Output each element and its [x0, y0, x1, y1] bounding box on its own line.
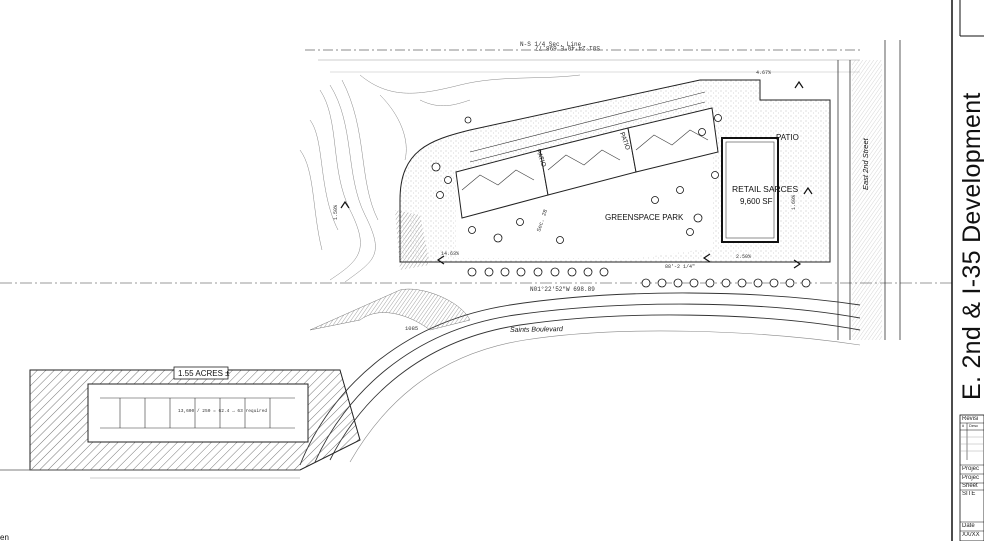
contour-lines: [299, 74, 581, 283]
section-line-label: N-S 1/4 Sec. Line: [520, 41, 582, 48]
bearing-north: S01°24'40"E 698.77: [535, 44, 600, 51]
trees: [431, 114, 811, 288]
townhome-buildings: [455, 107, 719, 219]
greenspace-label: GREENSPACE PARK: [605, 213, 684, 222]
date-label: Date: [962, 523, 975, 529]
retail-label: RETAIL SARCES: [732, 184, 798, 194]
slope-label-d: 1.50%: [333, 205, 339, 220]
project-title: E. 2nd & I-35 Development: [958, 92, 984, 400]
slope-label-b: 2.50%: [736, 254, 751, 260]
east-2nd-street: [837, 40, 901, 340]
project-label-2: Projec: [962, 475, 980, 481]
rev-col-desc: Desc: [969, 423, 979, 428]
bearing-south: N01°22'52"W 698.89: [530, 286, 595, 293]
parking-note: 13,600 / 250 = 62.4 → 63 required: [178, 408, 267, 414]
saints-boulevard: [299, 292, 861, 466]
slope-arrows: [340, 80, 813, 269]
street-south-label: Saints Boulevard: [510, 326, 564, 334]
slope-label-a: 14.63%: [441, 251, 459, 257]
sheet-label: Sheet: [962, 483, 978, 489]
retail-building: [721, 137, 779, 243]
slope-label-c: 1.60%: [791, 195, 797, 210]
slope-label-e: 4.67%: [756, 70, 771, 76]
street-east-label: East 2nd Street: [861, 137, 870, 190]
sheet-name: SITE: [962, 491, 976, 497]
acreage-label: 1.55 ACRES ±: [178, 369, 230, 378]
project-label: Projec: [962, 466, 980, 472]
date-value: XX/XX: [962, 532, 980, 538]
dim-label: 88'-2 1/4": [665, 264, 695, 270]
contour-label: 1085: [405, 325, 418, 332]
legend-fragment: en: [0, 533, 9, 541]
patio-east-label: PATIO: [776, 133, 799, 142]
revisions-label: Revisi: [962, 416, 979, 422]
retail-area: 9,600 SF: [740, 197, 773, 206]
rev-col-num: #: [962, 423, 965, 428]
